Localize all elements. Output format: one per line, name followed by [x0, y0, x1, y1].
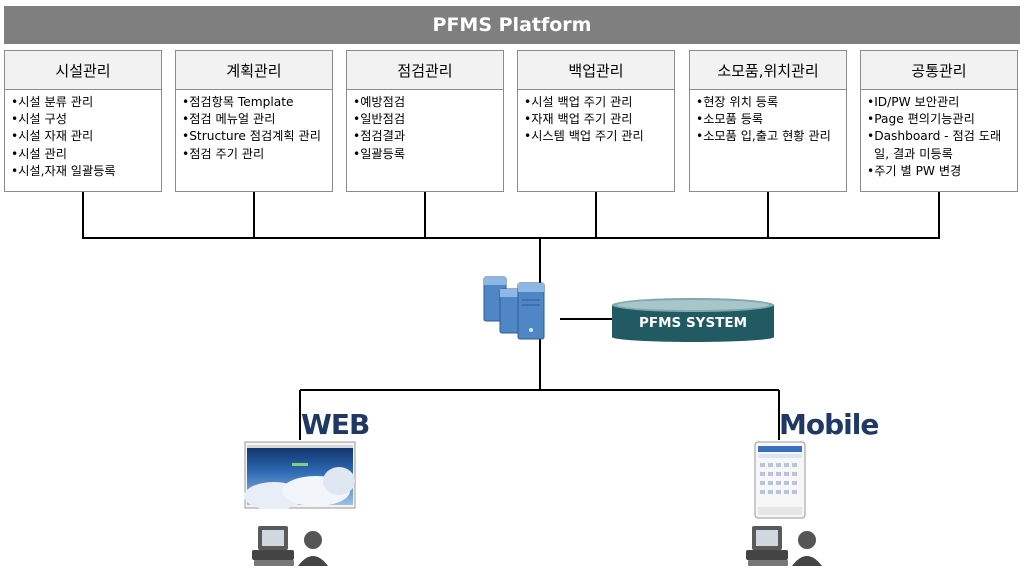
web-screen-icon [244, 441, 356, 509]
module-item: •Structure 점검계획 관리 [182, 129, 321, 144]
module-item: •Dashboard - 점검 도래일, 결과 미등록 [867, 129, 1002, 161]
module-title: 계획관리 [175, 50, 333, 90]
module-inspection: 점검관리 •예방점검 •일반점검 •점검결과 •일괄등록 [346, 50, 504, 192]
module-title: 소모품,위치관리 [689, 50, 847, 90]
module-common: 공통관리 •ID/PW 보안관리 •Page 편의기능관리 •Dashboard… [860, 50, 1018, 192]
computer-user-icon [746, 526, 822, 566]
module-title: 백업관리 [517, 50, 675, 90]
module-items: •시설 분류 관리 •시설 구성 •시설 자재 관리 •시설 관리 •시설,자재… [4, 90, 162, 192]
module-backup: 백업관리 •시설 백업 주기 관리 •자재 백업 주기 관리 •시스템 백업 주… [517, 50, 675, 192]
mobile-label: Mobile [779, 408, 879, 441]
module-items: •점검항목 Template •점검 메뉴얼 관리 •Structure 점검계… [175, 90, 333, 192]
module-item: •일반점검 [353, 112, 406, 127]
module-item: •시설,자재 일괄등록 [11, 163, 116, 178]
module-item: •Page 편의기능관리 [867, 112, 975, 127]
module-item: •점검결과 [353, 129, 406, 144]
server-cluster-icon [483, 276, 545, 340]
module-item: •현장 위치 등록 [696, 95, 779, 109]
module-item: •예방점검 [353, 95, 406, 109]
module-plan: 계획관리 •점검항목 Template •점검 메뉴얼 관리 •Structur… [175, 50, 333, 192]
module-item: •시설 구성 [11, 112, 67, 127]
web-label: WEB [301, 408, 370, 441]
module-item: •자재 백업 주기 관리 [524, 112, 633, 127]
module-item: •일괄등록 [353, 146, 406, 161]
module-item: •시설 백업 주기 관리 [524, 95, 633, 109]
database-icon [612, 298, 774, 342]
module-title: 점검관리 [346, 50, 504, 90]
module-items: •예방점검 •일반점검 •점검결과 •일괄등록 [346, 90, 504, 192]
module-items: •현장 위치 등록 •소모품 등록 •소모품 입,출고 현황 관리 [689, 90, 847, 192]
module-items: •시설 백업 주기 관리 •자재 백업 주기 관리 •시스템 백업 주기 관리 [517, 90, 675, 192]
module-item: •점검항목 Template [182, 95, 294, 109]
module-item: •소모품 입,출고 현황 관리 [696, 129, 831, 144]
module-item: •시스템 백업 주기 관리 [524, 129, 644, 144]
module-item: •ID/PW 보안관리 [867, 95, 960, 109]
module-title: 시설관리 [4, 50, 162, 90]
module-item: •주기 별 PW 변경 [867, 163, 962, 178]
module-item: •시설 관리 [11, 146, 67, 161]
module-facility: 시설관리 •시설 분류 관리 •시설 구성 •시설 자재 관리 •시설 관리 •… [4, 50, 162, 192]
module-items: •ID/PW 보안관리 •Page 편의기능관리 •Dashboard - 점검… [860, 90, 1018, 192]
module-consumable: 소모품,위치관리 •현장 위치 등록 •소모품 등록 •소모품 입,출고 현황 … [689, 50, 847, 192]
db-label: PFMS SYSTEM [638, 315, 748, 331]
computer-user-icon [252, 526, 328, 566]
module-item: •소모품 등록 [696, 112, 764, 127]
module-title: 공통관리 [860, 50, 1018, 90]
module-item: •시설 자재 관리 [11, 129, 94, 144]
module-item: •점검 주기 관리 [182, 146, 265, 161]
module-item: •시설 분류 관리 [11, 95, 94, 109]
mobile-device-icon [754, 441, 806, 519]
module-item: •점검 메뉴얼 관리 [182, 112, 276, 127]
platform-title: PFMS Platform [4, 6, 1020, 44]
